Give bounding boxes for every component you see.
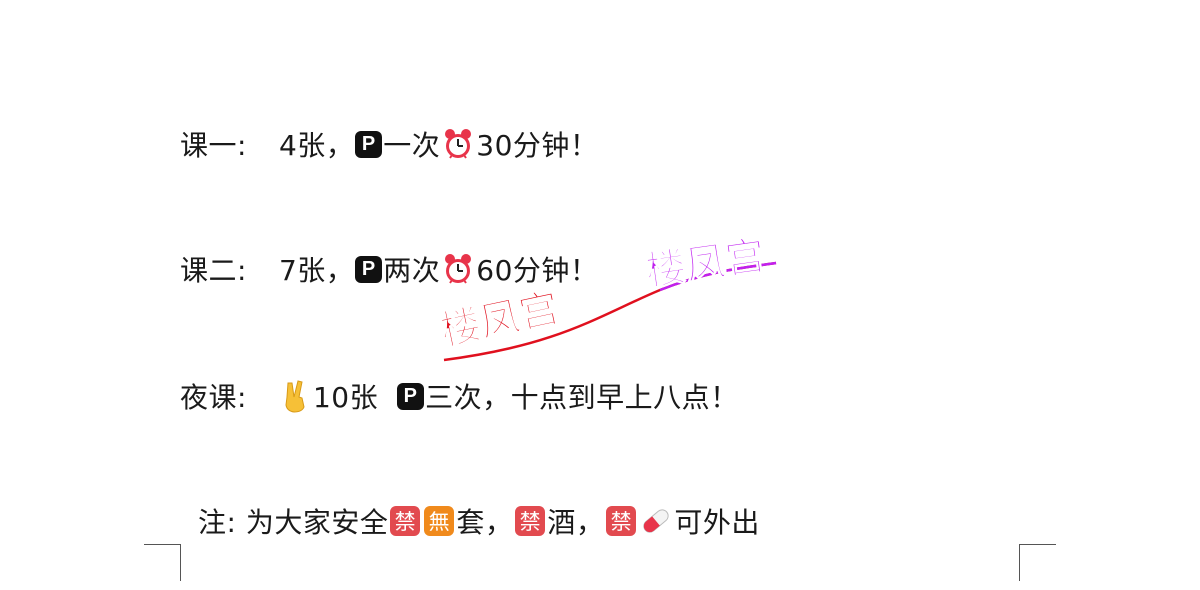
note-condom: 套， [456,506,514,539]
p-badge-icon: P [397,382,425,410]
note-line: 注: 为大家安全 禁 無 套， 禁 酒， 禁 可外出 [198,499,760,543]
course-one-times: 一次 [383,129,441,162]
note-intro: 注: 为大家安全 [198,506,389,539]
watermark-logo: 楼凤宫 楼凤宫 [436,232,777,362]
course-two-times: 两次 [383,254,441,287]
course-one-tickets: 4张， [278,129,355,162]
prohibited-badge-icon: 禁 [606,506,637,536]
note-outing: 可外出 [674,506,760,539]
course-two-tickets: 7张， [278,254,355,287]
none-badge-icon: 無 [424,506,455,536]
note-alcohol: 酒， [547,506,605,539]
course-one-line: 课一: 4张， P 一次 30分钟！ [180,122,598,166]
course-one-label: 课一: [180,129,247,162]
watermark-text-purple: 楼凤宫 [643,233,768,295]
p-badge-icon: P [355,130,383,158]
course-two-duration: 60分钟！ [476,254,599,287]
course-two-line: 课二: 7张， P 两次 60分钟！ [180,247,598,291]
page-corner-mark-left [144,544,181,581]
course-two-label: 课二: [180,254,247,287]
watermark-purple-curve [659,261,777,292]
night-course-label: 夜课: [180,381,247,414]
pill-icon [643,509,670,533]
night-course-tickets: 10张 [312,381,379,414]
prohibited-badge-icon: 禁 [390,506,421,536]
page-corner-mark-right [1019,544,1056,581]
watermark-text-red: 楼凤宫 [437,285,564,355]
victory-hand-icon [285,380,305,413]
night-course-details: 三次，十点到早上八点！ [425,381,739,414]
alarm-clock-icon [445,254,472,284]
p-badge-icon: P [355,255,383,283]
prohibited-badge-icon: 禁 [515,506,546,536]
course-one-duration: 30分钟！ [476,129,599,162]
night-course-line: 夜课: 10张 P 三次，十点到早上八点！ [180,374,739,418]
alarm-clock-icon [445,129,472,159]
